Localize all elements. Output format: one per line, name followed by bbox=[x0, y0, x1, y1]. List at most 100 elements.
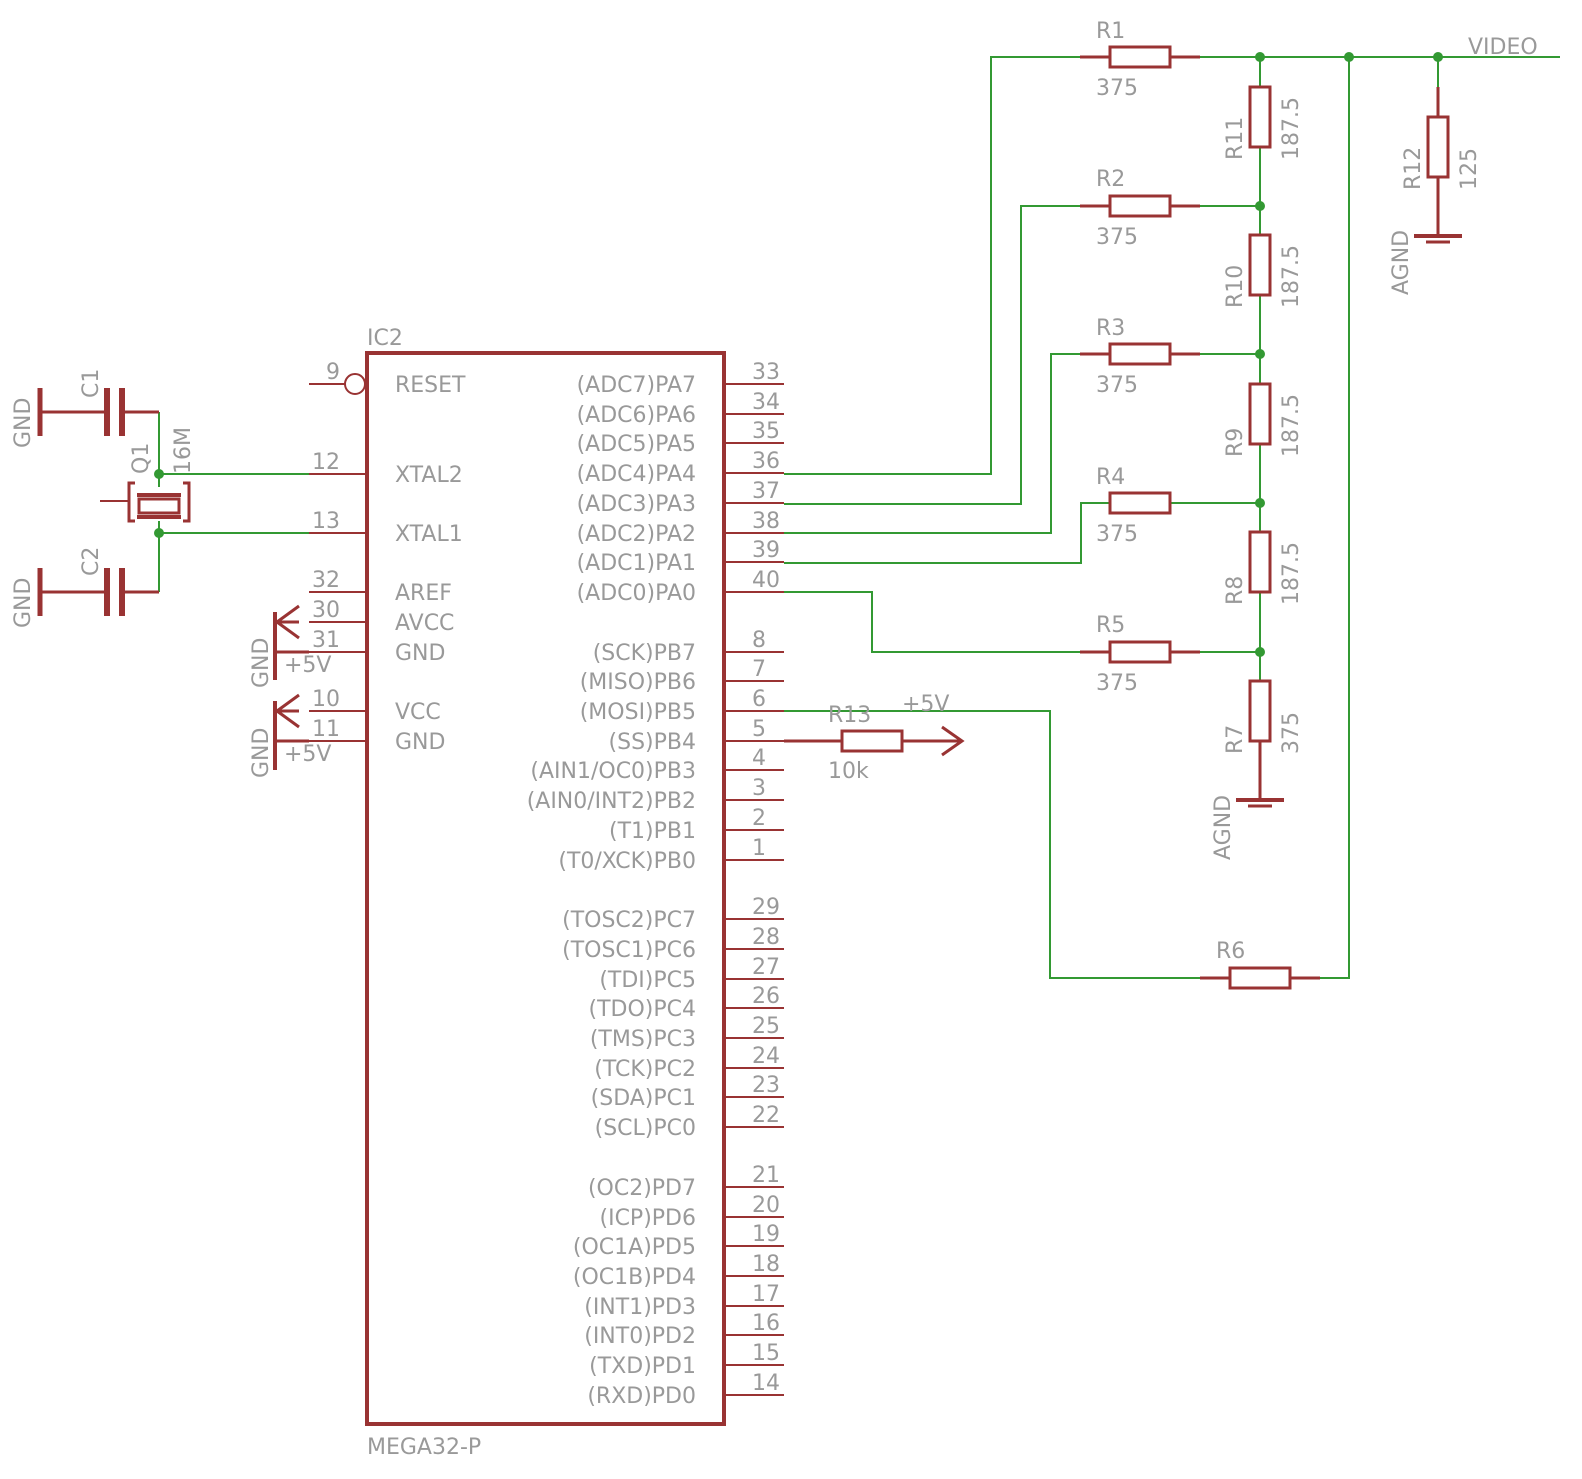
q1-ref: Q1 bbox=[129, 443, 154, 474]
dac-wires: VIDEO bbox=[784, 35, 1560, 979]
ic-pin-name: XTAL2 bbox=[395, 463, 463, 488]
ic-pin-name: RESET bbox=[395, 373, 466, 398]
ic-pin--adc5-pa5: 35 (ADC5)PA5 bbox=[577, 419, 784, 457]
ic-pin-number: 32 bbox=[312, 568, 340, 593]
ic-pin-number: 8 bbox=[752, 628, 766, 653]
ic-pin-number: 2 bbox=[752, 806, 766, 831]
ic-pin-name: (MOSI)PB5 bbox=[580, 700, 696, 725]
agnd-label-1: AGND bbox=[1211, 795, 1236, 860]
ic-pin-name: XTAL1 bbox=[395, 522, 463, 547]
ic-pin--int1-pd3: 17(INT1)PD3 bbox=[584, 1282, 784, 1320]
r13-supply-label: +5V bbox=[902, 692, 949, 717]
ic-pin-number: 11 bbox=[312, 717, 340, 742]
ic-pin-name: (AIN0/INT2)PB2 bbox=[527, 789, 696, 814]
ic-pin-number: 33 bbox=[752, 360, 780, 385]
ic-pin-number: 16 bbox=[752, 1311, 780, 1336]
ic-pin-name: (TOSC2)PC7 bbox=[562, 908, 696, 933]
ic-pin-name: (ADC6)PA6 bbox=[577, 403, 696, 428]
ic-pin--mosi-pb5: 6(MOSI)PB5 bbox=[580, 687, 784, 725]
ic-pin-name: (TMS)PC3 bbox=[590, 1027, 696, 1052]
ic-mega32: IC2 MEGA32-P 9RESET12XTAL213XTAL132AREF3… bbox=[309, 326, 784, 1460]
ic-pin--oc1b-pd4: 18(OC1B)PD4 bbox=[573, 1252, 784, 1290]
ic-pin-number: 3 bbox=[752, 776, 766, 801]
ic-pin-name: (T1)PB1 bbox=[609, 819, 696, 844]
ic-pin-name: (ADC4)PA4 bbox=[577, 462, 696, 487]
ic-pin-number: 17 bbox=[752, 1282, 780, 1307]
ic-ref-label: IC2 bbox=[367, 326, 403, 351]
ic-pin-name: GND bbox=[395, 730, 445, 755]
ic-pin-name: (AIN1/OC0)PB3 bbox=[530, 759, 696, 784]
ic-right-pins: 33(ADC7)PA734(ADC6)PA635(ADC5)PA536(ADC4… bbox=[527, 360, 784, 1409]
ic-pin-number: 4 bbox=[752, 746, 766, 771]
ic-pin--tdo-pc4: 26(TDO)PC4 bbox=[589, 984, 784, 1022]
ic-pin-number: 10 bbox=[312, 687, 340, 712]
r8-ref: R8 bbox=[1223, 576, 1248, 605]
ic-pin--adc6-pa6: 34 (ADC6)PA6 bbox=[577, 390, 784, 428]
ic-pin-name: (ADC3)PA3 bbox=[577, 492, 696, 517]
ic-pin-name: (TDI)PC5 bbox=[599, 968, 696, 993]
ic-pin-number: 25 bbox=[752, 1014, 780, 1039]
r8-value: 187.5 bbox=[1279, 542, 1304, 605]
r4-value: 375 bbox=[1096, 522, 1138, 547]
resistor-r8: R8 187.5 bbox=[1223, 530, 1304, 605]
ic-pin-number: 19 bbox=[752, 1222, 780, 1247]
crystal-circuit: C1 GND C2 GND Q1 16M bbox=[11, 369, 309, 628]
ic-pin--t1-pb1: 2 (T1)PB1 bbox=[609, 806, 784, 844]
c1-gnd-label: GND bbox=[11, 398, 36, 448]
resistor-r3: R3 375 bbox=[1080, 316, 1200, 398]
resistor-r4: R4 375 bbox=[1096, 465, 1172, 547]
ic-pin--oc1a-pd5: 19(OC1A)PD5 bbox=[573, 1222, 784, 1260]
ic-pin-name: AVCC bbox=[395, 611, 454, 636]
ic-pin--adc4-pa4: 36 (ADC4)PA4 bbox=[577, 449, 784, 487]
ic-pin-number: 40 bbox=[752, 568, 780, 593]
ic-pin-number: 28 bbox=[752, 925, 780, 950]
ic-pin-number: 13 bbox=[312, 509, 340, 534]
power2-supply-label: +5V bbox=[284, 742, 331, 767]
power1-supply-label: +5V bbox=[284, 653, 331, 678]
ic-pin--sda-pc1: 23(SDA)PC1 bbox=[591, 1073, 784, 1111]
ic-pin-number: 23 bbox=[752, 1073, 780, 1098]
r12-value: 125 bbox=[1457, 148, 1482, 190]
c1-ref: C1 bbox=[79, 369, 104, 398]
ic-pin-number: 18 bbox=[752, 1252, 780, 1277]
ic-pin-number: 37 bbox=[752, 479, 780, 504]
ic-pin-number: 34 bbox=[752, 390, 780, 415]
r7-value: 375 bbox=[1279, 712, 1304, 754]
ic-pin-name: (TCK)PC2 bbox=[594, 1057, 696, 1082]
resistor-r13: R13 10k +5V bbox=[784, 692, 965, 784]
ic-pin-number: 1 bbox=[752, 836, 766, 861]
r9-ref: R9 bbox=[1223, 428, 1248, 457]
ic-pin--tosc1-pc6: 28(TOSC1)PC6 bbox=[562, 925, 784, 963]
ic-pin-number: 20 bbox=[752, 1193, 780, 1218]
ic-pin--adc7-pa7: 33 (ADC7)PA7 bbox=[577, 360, 784, 398]
ic-pin-name: (INT0)PD2 bbox=[584, 1324, 696, 1349]
capacitor-c1: C1 GND bbox=[11, 369, 159, 448]
r1-value: 375 bbox=[1096, 76, 1138, 101]
r13-ref: R13 bbox=[828, 703, 871, 728]
ic-pin-name: (SCL)PC0 bbox=[595, 1116, 696, 1141]
ic-pin-name: (ADC7)PA7 bbox=[577, 373, 696, 398]
ic-pin--scl-pc0: 22(SCL)PC0 bbox=[595, 1103, 784, 1141]
ic-pin-name: (MISO)PB6 bbox=[580, 670, 696, 695]
ic-pin-number: 15 bbox=[752, 1341, 780, 1366]
ic-pin-name: AREF bbox=[395, 581, 452, 606]
r10-value: 187.5 bbox=[1279, 245, 1304, 308]
ic-pin--int0-pd2: 16 (INT0)PD2 bbox=[584, 1311, 784, 1349]
power2-gnd-label: GND bbox=[249, 728, 274, 778]
ic-pin-number: 12 bbox=[312, 450, 340, 475]
ic-pin-number: 30 bbox=[312, 598, 340, 623]
resistor-r12: R12 125 AGND bbox=[1389, 87, 1482, 295]
ic-pin-name: (SCK)PB7 bbox=[593, 641, 696, 666]
ic-pin-number: 36 bbox=[752, 449, 780, 474]
ic-pin--txd-pd1: 15(TXD)PD1 bbox=[589, 1341, 784, 1379]
ic-pin-name: (ADC5)PA5 bbox=[577, 432, 696, 457]
crystal-q1: Q1 16M bbox=[100, 427, 196, 523]
ic-pin-number: 35 bbox=[752, 419, 780, 444]
q1-value: 16M bbox=[171, 427, 196, 474]
